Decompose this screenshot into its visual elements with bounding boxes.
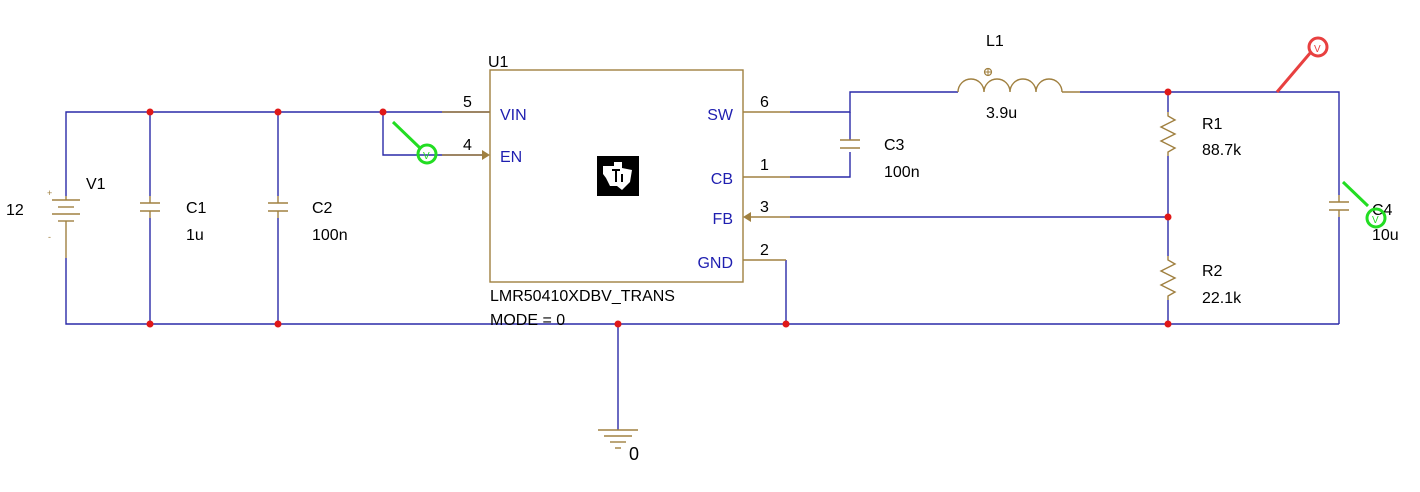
- c1-ref: C1: [186, 200, 207, 217]
- ic-body: [489, 69, 744, 283]
- ground-label: 0: [629, 444, 639, 464]
- wire-cb[interactable]: [790, 152, 851, 178]
- pin-name-en: EN: [500, 149, 522, 166]
- current-probe-icon[interactable]: V: [1275, 36, 1329, 93]
- pin-name-cb: CB: [711, 171, 733, 188]
- junctions: [146, 88, 1172, 328]
- r1-value: 88.7k: [1202, 142, 1242, 159]
- c3-ref: C3: [884, 137, 905, 154]
- u1-part: LMR50410XDBV_TRANS: [490, 288, 675, 305]
- c1-value: 1u: [186, 227, 204, 244]
- ti-logo-icon: [597, 156, 639, 196]
- v1-value: 12: [6, 202, 24, 219]
- pin-number-sw: 6: [760, 94, 769, 111]
- probe-head: [1365, 207, 1387, 229]
- pin-name-vin: VIN: [500, 107, 527, 124]
- junction-dot: [146, 320, 154, 328]
- pin-number-en: 4: [463, 137, 472, 154]
- c4-value: 10u: [1372, 227, 1399, 244]
- pin-arrow-icon: [482, 150, 490, 160]
- c2-value: 100n: [312, 227, 348, 244]
- u1-ref: U1: [488, 54, 509, 71]
- resistor-r1[interactable]: R1 88.7k: [1159, 112, 1242, 159]
- probe-glyph: V: [423, 151, 430, 162]
- voltage-probe-icon[interactable]: V: [391, 120, 438, 165]
- junction-dot: [146, 108, 154, 116]
- plus-sign-icon: +: [47, 188, 52, 198]
- pin-number-fb: 3: [760, 199, 769, 216]
- probe-head: [1307, 36, 1329, 58]
- junction-dot: [1164, 213, 1172, 221]
- inductor-coil: [957, 78, 1063, 93]
- probe-glyph: V: [1314, 44, 1321, 55]
- r2-ref: R2: [1202, 263, 1223, 280]
- voltage-probe-icon[interactable]: V: [1341, 180, 1387, 229]
- probe-stem: [1275, 51, 1313, 93]
- u1-param: MODE = 0: [490, 312, 565, 329]
- capacitor-c3[interactable]: C3 100n: [840, 137, 920, 181]
- resistor-zigzag: [1159, 256, 1177, 300]
- junction-dot: [782, 320, 790, 328]
- junction-dot: [274, 320, 282, 328]
- l1-ref: L1: [986, 33, 1004, 50]
- c3-value: 100n: [884, 164, 920, 181]
- junction-dot: [1164, 320, 1172, 328]
- capacitor-c2[interactable]: C2 100n: [268, 196, 348, 244]
- c2-ref: C2: [312, 200, 333, 217]
- probe-glyph: V: [1372, 215, 1379, 226]
- junction-dot: [614, 320, 622, 328]
- minus-sign-icon: -: [48, 232, 51, 242]
- junction-dot: [274, 108, 282, 116]
- r2-value: 22.1k: [1202, 290, 1242, 307]
- resistor-zigzag: [1159, 112, 1177, 156]
- pin-name-fb: FB: [713, 211, 733, 228]
- resistor-r2[interactable]: R2 22.1k: [1159, 256, 1242, 307]
- v1-ref: V1: [86, 176, 106, 193]
- r1-ref: R1: [1202, 116, 1223, 133]
- inductor-l1[interactable]: L1 3.9u: [957, 33, 1080, 122]
- probe-stem: [391, 120, 422, 150]
- l1-value: 3.9u: [986, 105, 1017, 122]
- pin-name-sw: SW: [707, 107, 734, 124]
- pin-number-gnd: 2: [760, 242, 769, 259]
- wire-sw[interactable]: [790, 91, 958, 113]
- probe-stem: [1341, 180, 1370, 208]
- capacitor-c1[interactable]: C1 1u: [140, 196, 207, 244]
- wire-vin-net[interactable]: [65, 111, 490, 196]
- pin-name-gnd: GND: [697, 255, 733, 272]
- pin-number-cb: 1: [760, 157, 769, 174]
- source-v1[interactable]: + - V1 12: [6, 176, 106, 258]
- pin-arrow-icon: [743, 212, 751, 222]
- ic-u1[interactable]: 5 4 6 1 3 2 VIN EN SW CB FB GND U1 LMR50…: [442, 54, 790, 329]
- wire-gnd-net[interactable]: [65, 258, 1339, 325]
- ground-symbol[interactable]: 0: [598, 429, 639, 464]
- pin-number-vin: 5: [463, 94, 472, 111]
- dot-polarity-icon: [983, 67, 993, 77]
- junction-dot: [1164, 88, 1172, 96]
- probe-head: [416, 143, 438, 165]
- junction-dot: [379, 108, 387, 116]
